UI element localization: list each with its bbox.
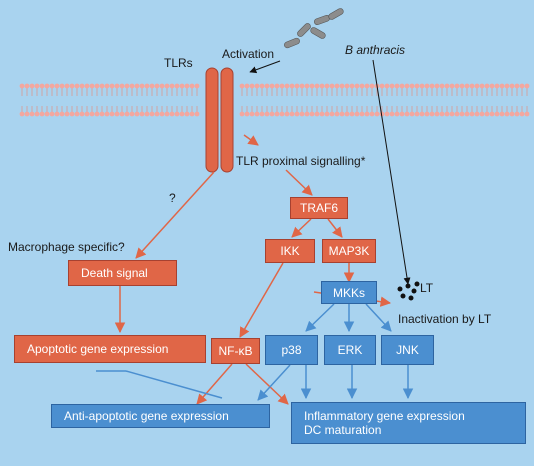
map3k-node: MAP3K <box>322 239 376 263</box>
activation-label: Activation <box>222 47 275 61</box>
bacteria-icon <box>284 8 344 49</box>
red-signal-arrows <box>114 134 392 405</box>
inflammatory-line-1: Inflammatory gene expression <box>304 409 465 423</box>
erk-node: ERK <box>324 335 376 365</box>
tlr-receptor-icon <box>205 67 234 173</box>
apoptotic-gene-expression-node: Apoptotic gene expression <box>14 335 206 363</box>
ikk-node: IKK <box>265 239 315 263</box>
lethal-toxin-icon <box>397 281 420 301</box>
inactivation-label: Inactivation by LT <box>398 312 492 326</box>
death-signal-node: Death signal <box>68 260 177 286</box>
nf-kb-node: NF-κB <box>211 338 260 364</box>
inflammatory-gene-expression-node: Inflammatory gene expression DC maturati… <box>291 402 526 444</box>
activation-arrow <box>249 60 281 74</box>
tlrs-label: TLRs <box>164 56 193 70</box>
b-anthracis-label: B anthracis <box>345 43 406 57</box>
question-label: ? <box>169 191 176 205</box>
tlr-proximal-label: TLR proximal signalling* <box>236 154 366 168</box>
cell-membrane <box>19 83 530 117</box>
mkks-node: MKKs <box>321 281 377 304</box>
lt-label: LT <box>420 281 434 295</box>
blue-signal-arrows <box>96 303 414 401</box>
macrophage-specific-label: Macrophage specific? <box>8 240 125 254</box>
traf6-node: TRAF6 <box>290 197 348 219</box>
p38-node: p38 <box>265 335 318 365</box>
b-anthracis-arrow <box>372 59 411 285</box>
jnk-node: JNK <box>381 335 434 365</box>
anti-apoptotic-gene-expression-node: Anti-apoptotic gene expression <box>51 404 270 428</box>
inflammatory-line-2: DC maturation <box>304 423 382 437</box>
